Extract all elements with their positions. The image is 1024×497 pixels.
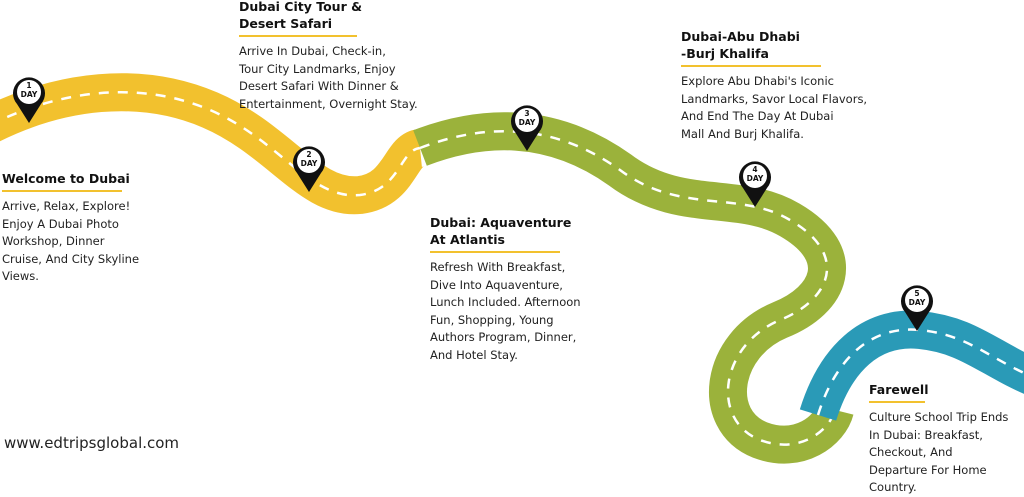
stop-5-description: Culture School Trip Ends In Dubai: Break… xyxy=(869,410,1009,495)
map-pin-icon xyxy=(739,161,771,207)
stop-1-description: Arrive, Relax, Explore! Enjoy A Dubai Ph… xyxy=(2,199,140,284)
stop-2-title: Dubai City Tour & Desert Safari xyxy=(239,0,362,31)
day-number: 3 xyxy=(524,109,530,118)
stop-3-description: Refresh With Breakfast, Dive Into Aquave… xyxy=(430,260,581,362)
map-pin-icon xyxy=(12,77,45,123)
stop-2-description: Arrive In Dubai, Check-in, Tour City Lan… xyxy=(239,44,418,111)
day-label: DAY xyxy=(908,298,926,307)
day-number: 1 xyxy=(26,81,32,90)
stop-4-description: Explore Abu Dhabi's Iconic Landmarks, Sa… xyxy=(681,74,868,141)
day-number: 4 xyxy=(752,165,758,174)
title-underline xyxy=(239,35,357,37)
stop-4-title: Dubai-Abu Dhabi -Burj Khalifa xyxy=(681,29,800,61)
day-label: DAY xyxy=(518,118,536,127)
title-underline xyxy=(2,190,122,192)
road-dashes-yellow xyxy=(0,91,421,197)
stop-1-block: Welcome to Dubai Arrive, Relax, Explore!… xyxy=(2,170,162,286)
title-underline xyxy=(430,251,560,253)
stop-5-title: Farewell xyxy=(869,382,929,397)
stop-3-block: Dubai: Aquaventure At Atlantis Refresh W… xyxy=(430,214,620,365)
road-dashes-blue xyxy=(816,328,1024,416)
stop-1-title: Welcome to Dubai xyxy=(2,171,130,186)
day-label: DAY xyxy=(746,174,764,183)
title-underline xyxy=(869,401,925,403)
stop-5-block: Farewell Culture School Trip Ends In Dub… xyxy=(869,381,1024,497)
title-underline xyxy=(681,65,821,67)
map-pin-icon xyxy=(511,105,543,151)
day-number: 5 xyxy=(914,289,920,298)
day-label: DAY xyxy=(20,90,38,99)
road-dashes-green xyxy=(419,130,837,446)
day-label: DAY xyxy=(300,159,318,168)
stop-4-block: Dubai-Abu Dhabi -Burj Khalifa Explore Ab… xyxy=(681,28,896,143)
map-pin-icon xyxy=(901,285,933,331)
website-url: www.edtripsglobal.com xyxy=(4,434,180,452)
stop-3-title: Dubai: Aquaventure At Atlantis xyxy=(430,215,572,247)
day-number: 2 xyxy=(306,150,312,159)
map-pin-icon xyxy=(293,146,325,192)
stop-2-block: Dubai City Tour & Desert Safari Arrive I… xyxy=(239,0,459,113)
